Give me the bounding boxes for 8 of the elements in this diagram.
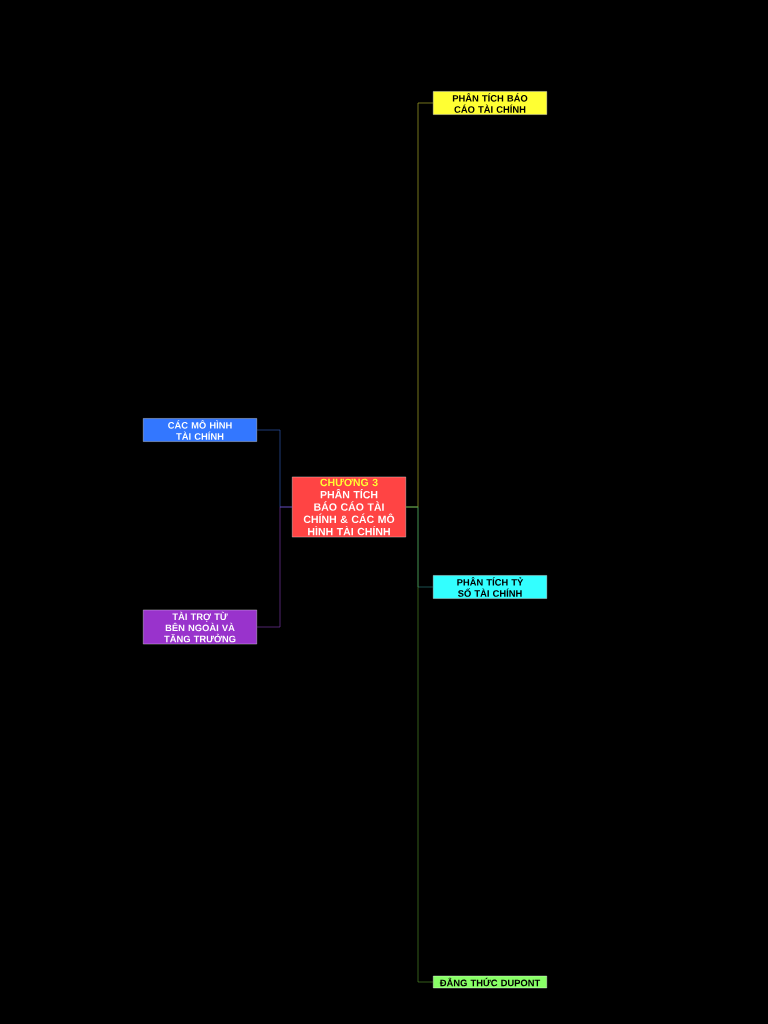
branch-box: CÁC MÔ HÌNH TÀI CHÍNH	[143, 418, 257, 442]
branch-box: ĐẲNG THỨC DUPONT	[433, 975, 547, 989]
branch-box: PHÂN TÍCH BÁO CÁO TÀI CHÍNH	[433, 91, 547, 115]
connector-line	[405, 506, 434, 983]
central-topic-box: CHƯƠNG 3 PHÂN TÍCH BÁO CÁO TÀI CHÍNH & CÁC MÔ HÌNH TÀI CHÍNH	[292, 476, 406, 538]
connector-line	[256, 506, 293, 628]
branch-box: PHÂN TÍCH TỶ SỐ TÀI CHÍNH	[433, 575, 547, 599]
branch-box: TÀI TRỢ TỪ BÊN NGOÀI VÀ TĂNG TRƯỞNG	[143, 609, 257, 645]
